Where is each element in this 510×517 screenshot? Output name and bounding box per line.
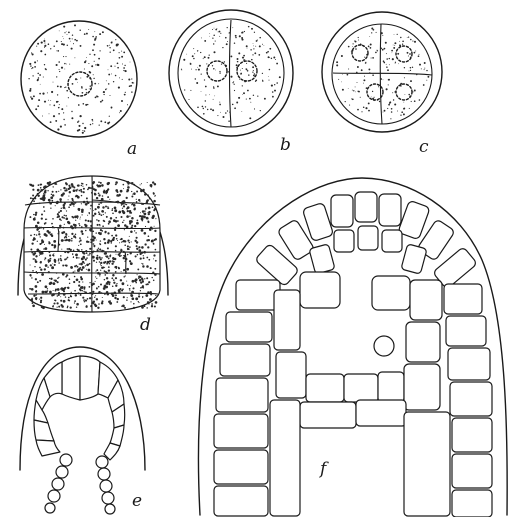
division-wall <box>230 20 232 127</box>
panel-f-apical-section: f <box>198 178 507 517</box>
label-d: d <box>140 315 151 335</box>
outer-wall <box>322 12 442 132</box>
label-e: e <box>132 491 142 511</box>
panel-d-multicellular-stage: d <box>18 176 168 335</box>
label-f: f <box>318 459 329 479</box>
inner-membrane <box>178 19 284 127</box>
label-c: c <box>419 137 429 157</box>
panel-e-radial-stage: e <box>20 347 145 514</box>
nucleus <box>68 72 92 96</box>
label-a: a <box>127 139 137 159</box>
nucleus <box>352 45 368 61</box>
filament-cells <box>45 454 115 514</box>
panel-c-four-cell-stage: c <box>322 12 442 157</box>
panel-b-two-cell-stage: b <box>169 10 293 155</box>
nucleus-left <box>207 61 227 81</box>
cytoplasm-stipple <box>181 26 281 122</box>
division-wall-vertical <box>380 24 382 124</box>
label-b: b <box>280 135 291 155</box>
panel-a-single-cell: a <box>21 21 137 159</box>
nucleus <box>396 84 412 100</box>
radial-cells <box>34 356 125 460</box>
cytoplasm-stipple <box>28 24 134 133</box>
